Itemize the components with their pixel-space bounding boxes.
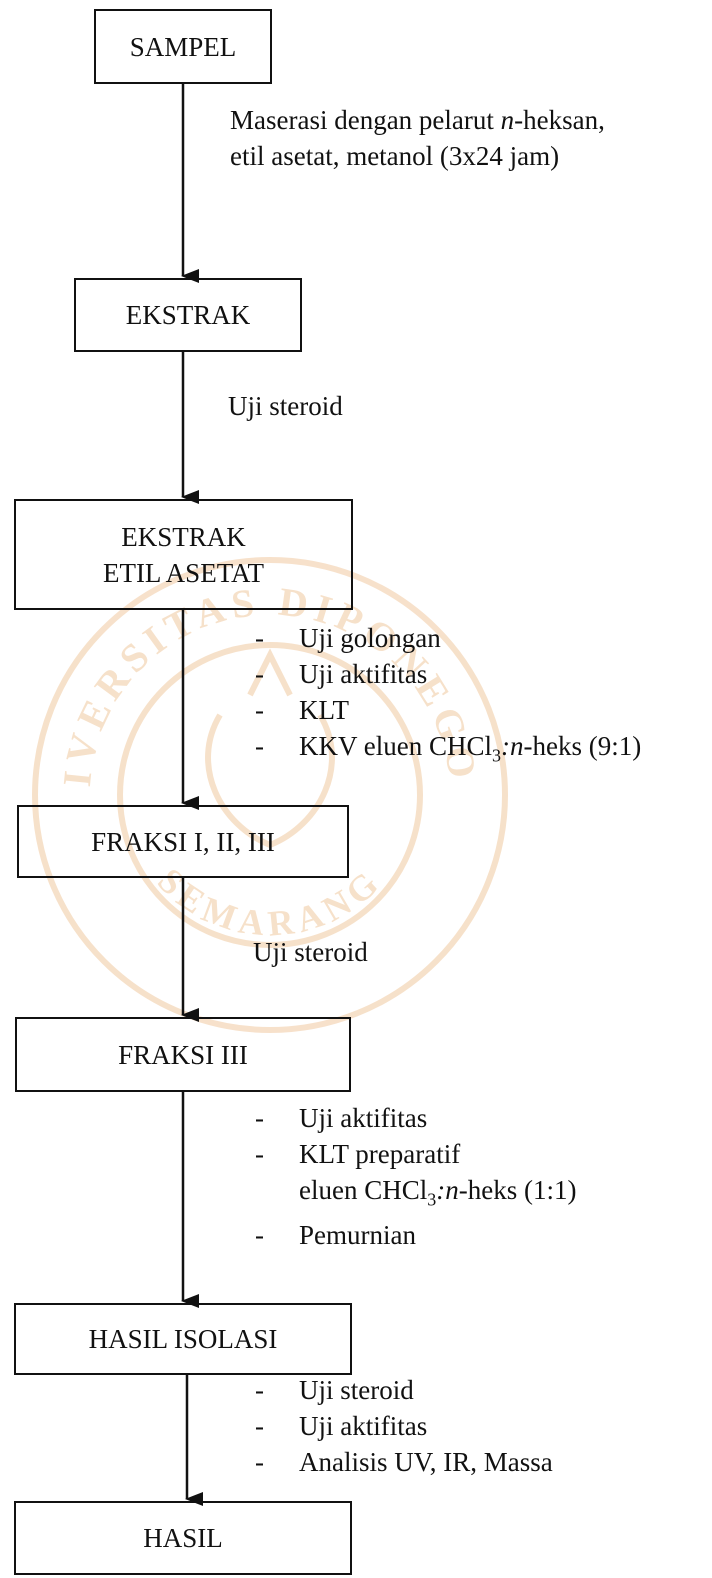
list-item: - Uji aktifitas xyxy=(255,1100,576,1136)
list-item: - Pemurnian xyxy=(255,1217,576,1253)
maserasi-text-italic: n xyxy=(500,105,515,135)
list-etil-asetat: - Uji golongan - Uji aktifitas - KLT - KKV e… xyxy=(255,620,641,773)
kkv-text-post: -heks (9:1) xyxy=(523,731,642,761)
box-fraksi-all: FRAKSI I, II, III xyxy=(17,805,349,878)
dash: - xyxy=(255,623,264,653)
eluen-text: eluen CHCl xyxy=(299,1175,428,1205)
dash: - xyxy=(255,1447,264,1477)
eluen-italic: n xyxy=(445,1175,459,1205)
list-item-text: Analisis UV, IR, Massa xyxy=(299,1447,553,1477)
list-item-text: Uji aktifitas xyxy=(299,659,428,689)
list-item-text: Uji steroid xyxy=(299,1375,414,1405)
list-item-text: Uji golongan xyxy=(299,623,441,653)
step-maserasi-line2: etil asetat, metanol (3x24 jam) xyxy=(230,141,560,171)
kkv-text: KKV eluen CHCl xyxy=(299,731,492,761)
box-ekstrak-etil-line2: ETIL ASETAT xyxy=(102,557,265,588)
box-hasil-label: HASIL xyxy=(143,1523,223,1553)
list-item-text: Pemurnian xyxy=(299,1220,416,1251)
step-maserasi-line1: Maserasi dengan pelarut n-heksan, xyxy=(230,102,605,138)
step-maserasi: Maserasi dengan pelarut n-heksan, etil a… xyxy=(230,102,605,174)
kkv-subscript: 3 xyxy=(492,745,501,766)
box-hasil-isolasi-label: HASIL ISOLASI xyxy=(88,1324,278,1354)
box-ekstrak-etil-line1: EKSTRAK xyxy=(121,521,246,552)
step-uji-steroid-1: Uji steroid xyxy=(228,391,343,421)
dash: - xyxy=(255,1375,264,1405)
box-sampel: SAMPEL xyxy=(94,9,272,84)
dash: - xyxy=(255,1103,264,1133)
kkv-colon: : xyxy=(501,731,510,761)
box-ekstrak-etil-asetat: EKSTRAK ETIL ASETAT xyxy=(14,499,353,610)
step-uji-steroid-2: Uji steroid xyxy=(253,937,368,967)
dash: - xyxy=(255,695,264,725)
eluen-subscript: 3 xyxy=(427,1189,437,1210)
list-item-continuation: eluen CHCl3:n-heks (1:1) xyxy=(255,1172,576,1217)
maserasi-text-a: Maserasi dengan pelarut xyxy=(230,105,501,135)
box-ekstrak-label: EKSTRAK xyxy=(125,300,251,330)
list-item-text: KLT preparatif xyxy=(299,1139,461,1169)
list-item: - Uji aktifitas xyxy=(255,1408,553,1444)
box-ekstrak: EKSTRAK xyxy=(74,278,302,352)
list-item-text: Uji aktifitas xyxy=(299,1411,428,1441)
box-sampel-label: SAMPEL xyxy=(129,31,237,62)
box-fraksi-all-label: FRAKSI I, II, III xyxy=(91,826,275,857)
eluen-text-post: -heks (1:1) xyxy=(458,1175,577,1205)
kkv-italic: n xyxy=(510,731,524,761)
dash: - xyxy=(255,1220,264,1251)
list-item: - KKV eluen CHCl3:n-heks (9:1) xyxy=(255,728,641,773)
list-item: - KLT xyxy=(255,692,641,728)
list-item-text: KKV eluen CHCl3:n-heks (9:1) xyxy=(299,728,641,773)
dash: - xyxy=(255,659,264,689)
box-hasil-isolasi: HASIL ISOLASI xyxy=(14,1303,352,1375)
list-item: - Uji steroid xyxy=(255,1372,553,1408)
box-fraksi-3-label: FRAKSI III xyxy=(118,1039,248,1070)
list-item-text: Uji aktifitas xyxy=(299,1103,428,1133)
maserasi-text-b: -heksan, xyxy=(514,105,605,135)
list-hasil-isolasi: - Uji steroid - Uji aktifitas - Analisis UV… xyxy=(255,1372,553,1480)
list-item: - Uji golongan xyxy=(255,620,641,656)
list-item-text: KLT xyxy=(299,695,350,725)
dash: - xyxy=(255,1411,264,1441)
list-item: - Uji aktifitas xyxy=(255,656,641,692)
dash: - xyxy=(255,731,264,761)
box-fraksi-3: FRAKSI III xyxy=(15,1017,351,1092)
list-item: - KLT preparatif xyxy=(255,1136,576,1172)
eluen-colon: : xyxy=(436,1175,446,1205)
list-item: - Analisis UV, IR, Massa xyxy=(255,1444,553,1480)
box-hasil: HASIL xyxy=(14,1501,352,1575)
dash: - xyxy=(255,1139,264,1169)
list-fraksi-3: - Uji aktifitas - KLT preparatif eluen CHC… xyxy=(255,1100,576,1253)
